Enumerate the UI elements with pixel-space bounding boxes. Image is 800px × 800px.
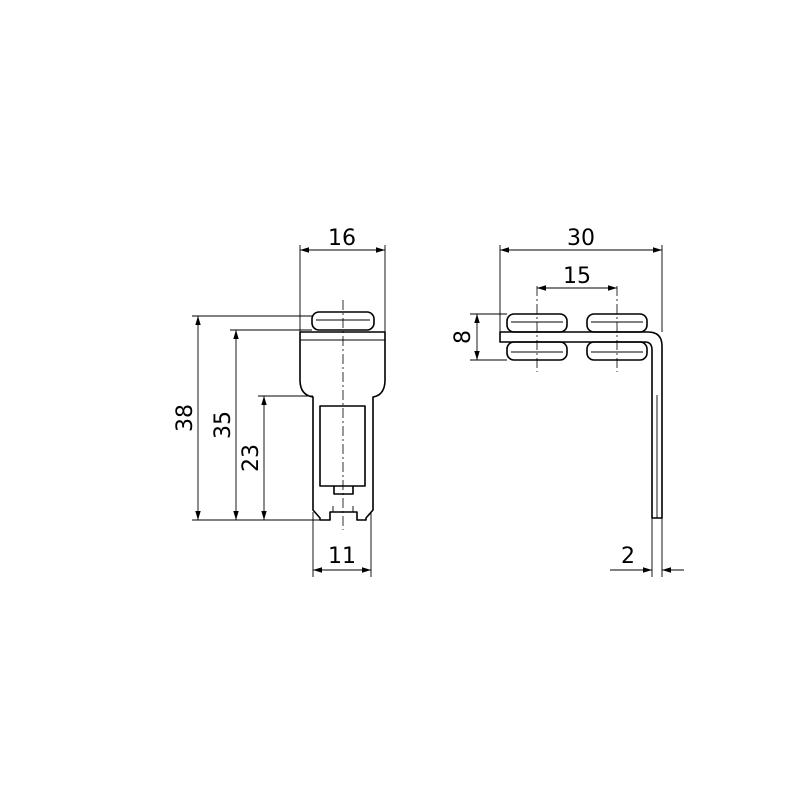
front-view: 16 11 38 35 23 [173, 226, 386, 577]
dim-plate-thickness: 2 [621, 544, 635, 569]
front-slot [319, 405, 366, 487]
front-upper-block [299, 331, 386, 521]
dim-total-height: 38 [173, 404, 198, 432]
dim-lower-body-height: 23 [239, 444, 264, 472]
dim-wheel-spacing: 15 [563, 264, 591, 289]
front-wheel [311, 311, 375, 331]
dim-top-width: 16 [328, 226, 356, 251]
dim-bottom-width: 11 [328, 544, 356, 569]
dim-wheel-offset: 8 [451, 330, 476, 344]
side-view: 30 15 8 2 [451, 226, 684, 577]
dim-total-width: 30 [567, 226, 595, 251]
dim-wheel-center-height: 35 [211, 411, 236, 439]
